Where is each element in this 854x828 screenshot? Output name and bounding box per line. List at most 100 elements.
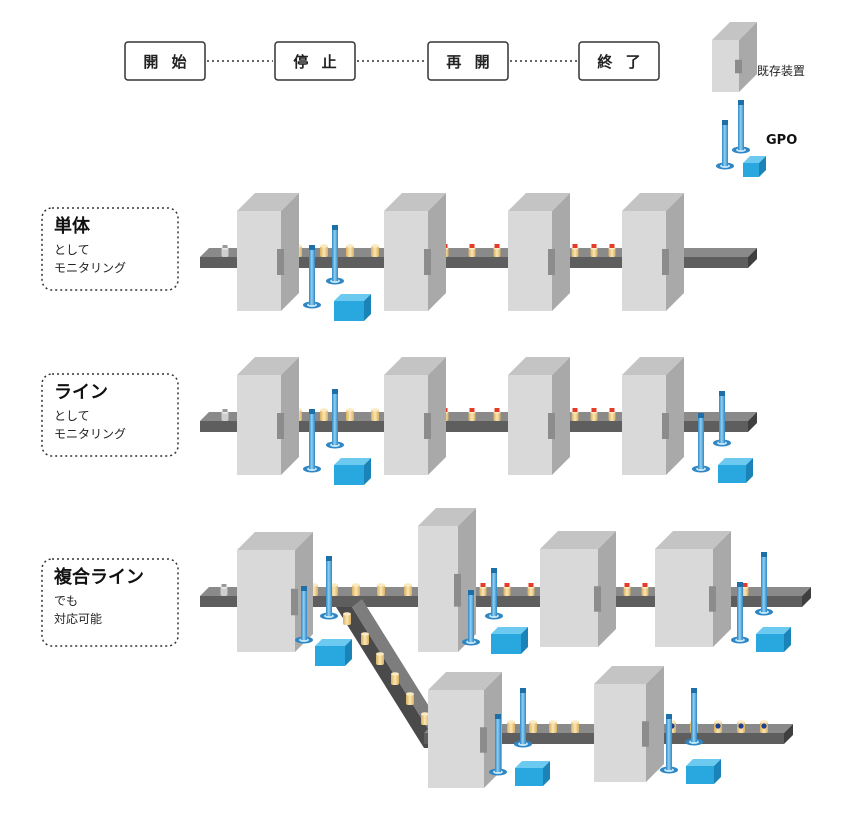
product-item <box>571 244 579 257</box>
step-box: 開 始 <box>124 41 206 81</box>
gpo-box-front <box>686 766 714 784</box>
conveyor-scenes <box>200 193 811 788</box>
row-subtitle: でも <box>54 594 78 608</box>
gpo-box-top <box>718 458 753 465</box>
item-top <box>391 672 399 676</box>
gpo-tower <box>685 688 703 746</box>
device-opening <box>594 586 601 612</box>
item-body <box>608 412 616 421</box>
product-item <box>391 672 399 685</box>
device-side <box>646 666 664 782</box>
product-item <box>479 583 487 596</box>
gpo-pole <box>332 393 338 445</box>
device-front <box>508 211 552 311</box>
item-body <box>571 248 579 257</box>
product-item <box>468 244 476 257</box>
item-cap-gray <box>221 584 227 587</box>
gpo-tower <box>514 688 532 748</box>
item-top <box>361 632 369 636</box>
gpo-pole <box>332 229 338 281</box>
gpo-cap <box>691 688 697 693</box>
gpo-box-side <box>364 294 371 321</box>
gpo-tower <box>326 389 344 449</box>
product-item <box>320 244 328 257</box>
gpo-pole <box>326 560 332 616</box>
gpo-cap <box>698 413 704 418</box>
item-cap-blue <box>715 723 721 729</box>
device-opening <box>642 721 649 747</box>
gpo-cap <box>666 714 672 719</box>
item-cap-red <box>528 583 534 587</box>
item-cap-gray <box>222 245 228 248</box>
product-item <box>346 408 354 421</box>
gpo-box-top <box>334 458 371 465</box>
step-box: 再 開 <box>427 41 509 81</box>
item-body <box>549 722 557 733</box>
conveyor-top <box>200 248 757 257</box>
gpo-pole <box>666 718 672 770</box>
legend-gpo-label: GPO <box>766 133 797 148</box>
item-body <box>527 587 535 596</box>
item-body <box>571 722 579 733</box>
gpo-pole <box>737 586 743 640</box>
device-opening <box>548 249 555 275</box>
gpo-box-side <box>364 458 371 485</box>
product-item <box>571 408 579 421</box>
device-front <box>622 211 666 311</box>
device-side <box>552 193 570 311</box>
product-item <box>507 720 515 733</box>
device-side <box>666 193 684 311</box>
device-top <box>594 666 664 684</box>
item-body <box>377 585 385 596</box>
item-top <box>371 244 379 248</box>
device-top <box>712 22 757 40</box>
device-opening <box>709 586 716 612</box>
device-opening <box>424 249 431 275</box>
device-top <box>622 193 684 211</box>
step-box: 終 了 <box>578 41 660 81</box>
item-body <box>590 412 598 421</box>
device-front <box>384 211 428 311</box>
device-opening <box>277 249 284 275</box>
row-subtitle: として <box>54 409 90 423</box>
device-front <box>508 375 552 475</box>
gpo-box-side <box>714 759 721 784</box>
device-front <box>622 375 666 475</box>
gpo-box-top <box>743 156 766 163</box>
gpo-box-side <box>746 458 753 483</box>
device-front <box>418 526 458 652</box>
device-opening <box>480 727 487 753</box>
row-subtitle: モニタリング <box>54 427 126 441</box>
gpo-box-front <box>334 465 364 485</box>
existing-device <box>622 193 684 311</box>
gpo-cap <box>520 688 526 693</box>
item-cap-red <box>469 244 475 248</box>
product-item <box>404 583 412 596</box>
item-body <box>371 246 379 257</box>
gpo-tower <box>716 120 734 170</box>
gpo-tower <box>485 568 503 620</box>
device-front <box>384 375 428 475</box>
item-body <box>221 248 229 257</box>
item-cap-red <box>742 583 748 587</box>
item-top <box>421 712 429 716</box>
item-cap-red <box>504 583 510 587</box>
device-side <box>428 357 446 475</box>
gpo-tower <box>320 556 338 620</box>
conveyor-end <box>748 248 757 268</box>
gpo-tower <box>489 714 507 776</box>
device-side <box>666 357 684 475</box>
device-front <box>237 211 281 311</box>
item-body <box>346 246 354 257</box>
item-cap-blue <box>761 723 767 729</box>
gpo-box-front <box>718 465 746 483</box>
gpo-tower <box>755 552 773 616</box>
gpo-box-top <box>491 627 528 634</box>
item-body <box>404 585 412 596</box>
gpo-tower <box>660 714 678 774</box>
gpo-box <box>686 759 721 784</box>
device-side <box>552 357 570 475</box>
existing-device <box>237 193 299 311</box>
